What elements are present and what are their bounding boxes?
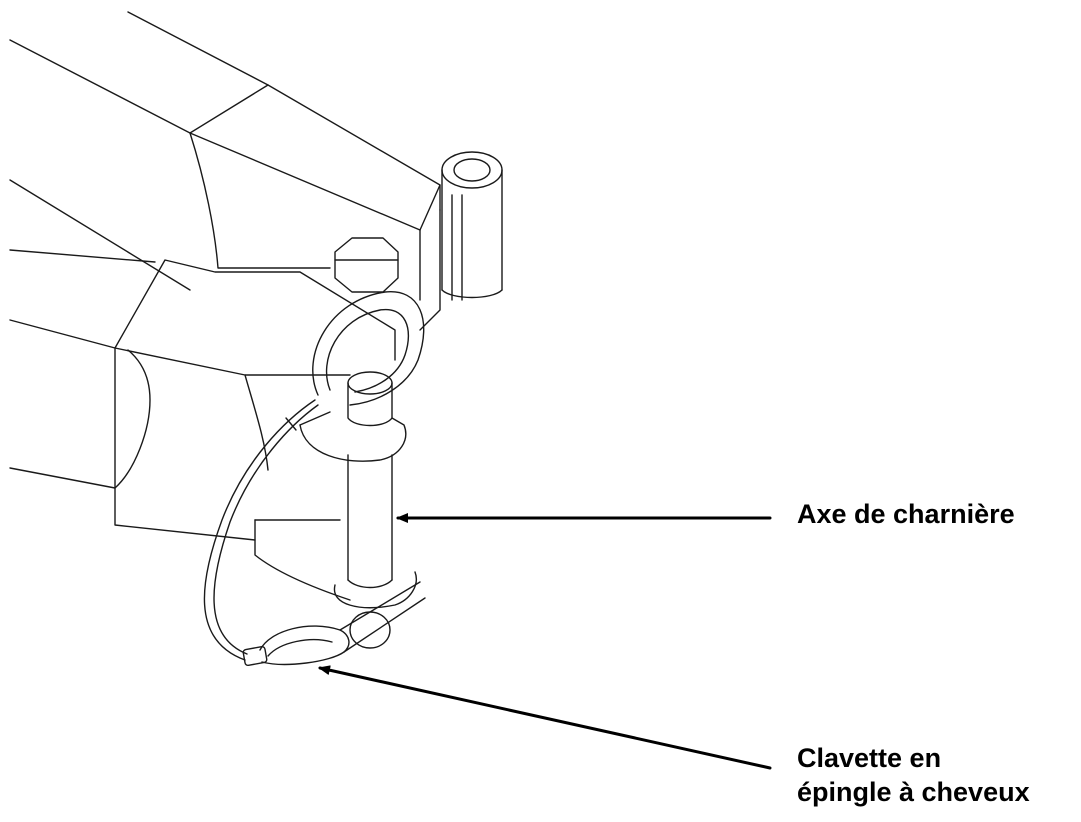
lower-boom-arm bbox=[9, 249, 396, 601]
hairpin-clip-label-line1: Clavette en bbox=[797, 743, 942, 773]
hairpin-clip bbox=[259, 581, 426, 666]
callout-arrows bbox=[318, 513, 772, 770]
hinge-pin-label: Axe de charnière bbox=[797, 499, 1015, 529]
hinge-pin bbox=[299, 371, 417, 649]
hairpin-clip-label-line2: épingle à cheveux bbox=[797, 777, 1030, 807]
hairpin-clip-arrow bbox=[318, 665, 772, 770]
hairpin-clip-label: Clavette en épingle à cheveux bbox=[797, 741, 1030, 809]
keeper-ring bbox=[312, 291, 425, 406]
hex-nut bbox=[334, 237, 399, 293]
upper-boom-arm bbox=[9, 11, 441, 331]
lanyard-cable bbox=[203, 399, 319, 667]
hinge-barrel bbox=[441, 151, 503, 301]
